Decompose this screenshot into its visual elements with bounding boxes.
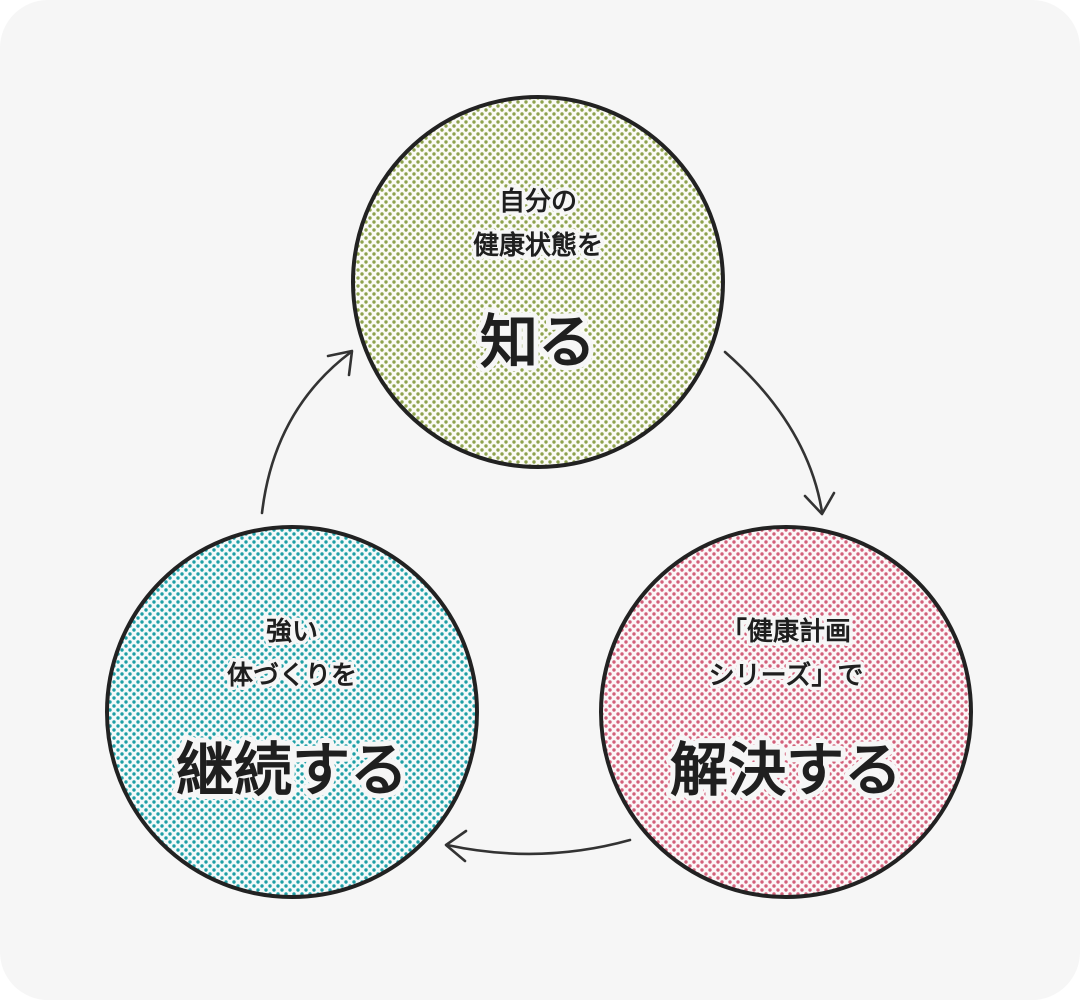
node-continue: 強い 体づくりを 継続する [105,525,479,899]
node-continue-line1: 強い [266,617,318,647]
node-solve-line1: 「健康計画 [721,616,851,647]
node-continue-line2: 体づくりを [227,661,357,691]
node-continue-main: 継続する [176,736,408,804]
node-know-line1: 自分の [499,186,577,217]
node-know-main: 知る [480,308,596,376]
node-know: 自分の 健康状態を 知る [351,95,725,469]
node-solve-circle [599,525,973,899]
arrow-solve-to-continue [444,829,632,863]
node-solve-line2: シリーズ」で [709,660,864,691]
node-solve-main: 解決する [670,736,902,804]
node-know-circle [351,95,725,469]
node-know-line2: 健康状態を [473,230,603,261]
node-continue-circle [105,525,479,899]
arrow-continue-to-know [260,349,354,515]
arrow-know-to-solve [723,350,836,516]
node-solve: 「健康計画 シリーズ」で 解決する [599,525,973,899]
